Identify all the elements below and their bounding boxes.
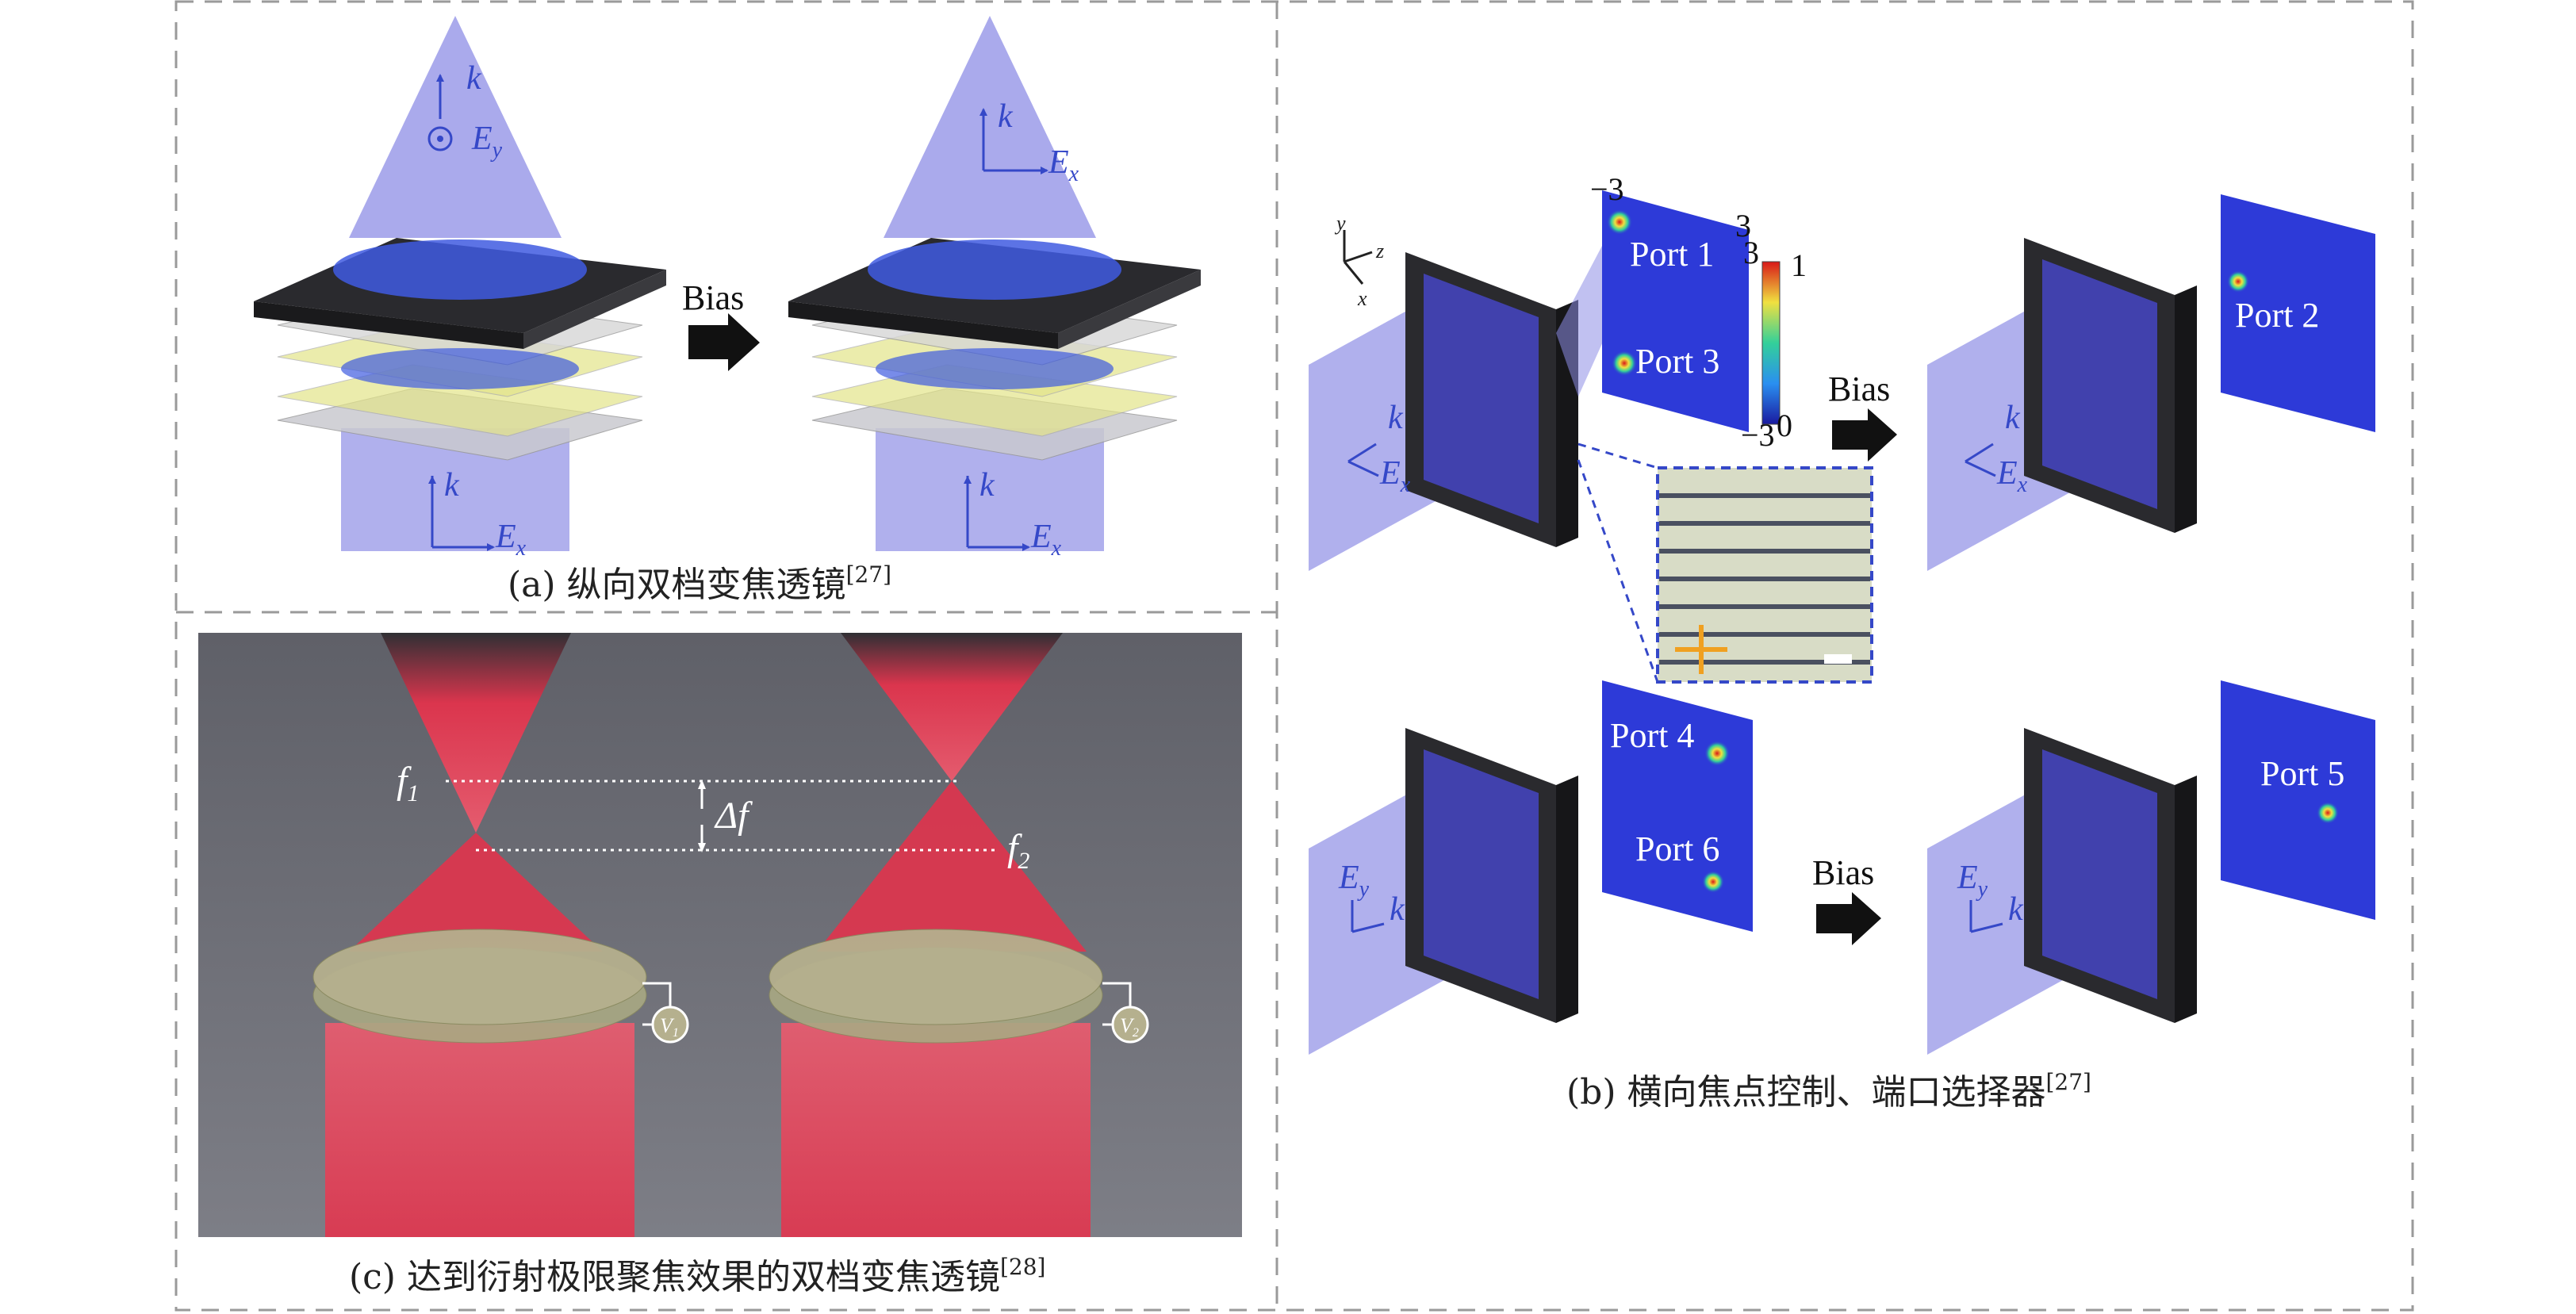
label-E-b-top-right: E	[1996, 455, 2018, 492]
panel-b: y z x −3 3 3 −3 Port 1 Port 3 1 0 k Ex	[1309, 171, 2375, 1113]
svg-text:Ey: Ey	[1338, 860, 1370, 902]
svg-text:V1: V1	[660, 1014, 679, 1040]
label-E-b-bottom-left: E	[1338, 860, 1359, 896]
label-k-top-right: k	[998, 98, 1014, 135]
metasurface-top-right	[1927, 194, 2375, 571]
label-E-b-top-left: E	[1379, 455, 1401, 492]
label-k-b-top-right: k	[2005, 400, 2021, 436]
port-6-label: Port 6	[1635, 829, 1719, 868]
bias-label-b-bottom: Bias	[1812, 853, 1874, 892]
port-4-label: Port 4	[1610, 716, 1694, 755]
microscope-inset	[1577, 442, 1873, 684]
svg-text:Ex: Ex	[1030, 519, 1062, 561]
label-v1-sub: 1	[673, 1026, 679, 1040]
bias-arrow-a	[688, 313, 760, 371]
label-v1: V	[660, 1014, 675, 1037]
label-k-bottom-left: k	[444, 467, 460, 504]
colorbar-min: 0	[1777, 408, 1792, 443]
lens-stack-right	[788, 16, 1201, 551]
focusing-beam-right	[769, 633, 1103, 1237]
bias-label-b-top: Bias	[1828, 370, 1890, 408]
label-E-b-top-right-sub: x	[2017, 473, 2028, 497]
label-E-top-right-sub: x	[1068, 162, 1079, 186]
metasurface-top-left	[1309, 238, 1650, 571]
label-E-bottom-left: E	[495, 519, 516, 555]
label-v2-sub: 2	[1133, 1026, 1139, 1040]
voltage-source-v1-icon	[651, 1006, 689, 1044]
label-k-b-bottom-right: k	[2008, 891, 2024, 928]
panel-borders	[174, 0, 2414, 1312]
out-of-plane-icon	[427, 126, 453, 151]
label-E-top-right: E	[1048, 144, 1069, 181]
caption-b: (b) 横向焦点控制、端口选择器	[1566, 1072, 2045, 1113]
bias-arrow-b-top	[1832, 408, 1897, 462]
port-2-label: Port 2	[2235, 296, 2319, 335]
label-E-b-bottom-left-sub: y	[1357, 877, 1370, 902]
label-E-bottom-left-sub: x	[516, 536, 527, 561]
svg-text:Ex: Ex	[1996, 455, 2028, 497]
colorbar-max: 1	[1791, 247, 1807, 283]
port-3-label: Port 3	[1635, 342, 1719, 381]
tick-right-top: 3	[1743, 235, 1759, 270]
label-E-b-bottom-right: E	[1957, 860, 1978, 896]
caption-c: (c) 达到衍射极限聚焦效果的双档变焦透镜	[349, 1257, 1000, 1297]
caption-b-ref: [27]	[2045, 1069, 2091, 1095]
tick-top-right: 3	[1735, 208, 1751, 243]
label-f1-sub: 1	[407, 780, 419, 806]
axis-z-label: z	[1375, 239, 1384, 262]
axis-x-label: x	[1357, 287, 1367, 310]
screen-top	[1602, 190, 1749, 432]
svg-text:Ey: Ey	[471, 121, 503, 163]
port-5-label: Port 5	[2260, 754, 2344, 793]
axis-y-label: y	[1334, 212, 1346, 235]
svg-text:Ey: Ey	[1957, 860, 1988, 902]
svg-text:Ex: Ex	[1379, 455, 1411, 497]
label-k-b-top-left: k	[1388, 400, 1404, 436]
bias-label-a: Bias	[682, 278, 744, 317]
metasurface-bottom-left	[1309, 680, 1753, 1055]
svg-text:(b) 横向焦点控制、端口选择器[27]: (b) 横向焦点控制、端口选择器[27]	[1566, 1069, 2091, 1113]
label-v2: V	[1120, 1014, 1135, 1037]
voltage-source-v2-icon	[1111, 1006, 1149, 1044]
label-E-top-left-sub: y	[490, 138, 503, 163]
label-E-bottom-right: E	[1030, 519, 1052, 555]
svg-text:Ex: Ex	[1048, 144, 1079, 186]
label-E-bottom-right-sub: x	[1051, 536, 1062, 561]
caption-a-ref: [27]	[846, 561, 891, 588]
tick-top-left: −3	[1590, 171, 1624, 207]
label-E-b-bottom-right-sub: y	[1976, 877, 1988, 902]
metasurface-bottom-right	[1927, 680, 2375, 1055]
focusing-beam-left	[312, 633, 647, 1237]
label-k-top-left: k	[466, 60, 482, 97]
panel-c: f1 f2 Δf V1 V2 (c) 达到衍射极限聚焦效果的双档变焦透镜[28]	[198, 633, 1242, 1297]
label-f2-sub: 2	[1018, 848, 1029, 874]
caption-a: (a) 纵向双档变焦透镜	[508, 565, 846, 605]
label-delta-f: Δf	[714, 795, 753, 837]
port-1-label: Port 1	[1630, 235, 1714, 274]
bias-arrow-b-bottom	[1816, 892, 1881, 945]
svg-text:V2: V2	[1120, 1014, 1139, 1040]
label-k-bottom-right: k	[979, 467, 995, 504]
coordinate-axes	[1343, 230, 1373, 285]
svg-text:(a) 纵向双档变焦透镜[27]: (a) 纵向双档变焦透镜[27]	[508, 561, 891, 605]
label-E-b-top-left-sub: x	[1400, 473, 1411, 497]
svg-text:(c) 达到衍射极限聚焦效果的双档变焦透镜[28]: (c) 达到衍射极限聚焦效果的双档变焦透镜[28]	[349, 1254, 1045, 1297]
label-E-top-left: E	[471, 121, 493, 157]
panel-a: k Ey k Ex Bias k Ex	[254, 16, 1201, 605]
lens-stack-left	[254, 16, 666, 551]
svg-text:Ex: Ex	[495, 519, 527, 561]
caption-c-ref: [28]	[1000, 1254, 1045, 1280]
colorbar	[1761, 261, 1781, 425]
label-k-b-bottom-left: k	[1390, 891, 1405, 928]
